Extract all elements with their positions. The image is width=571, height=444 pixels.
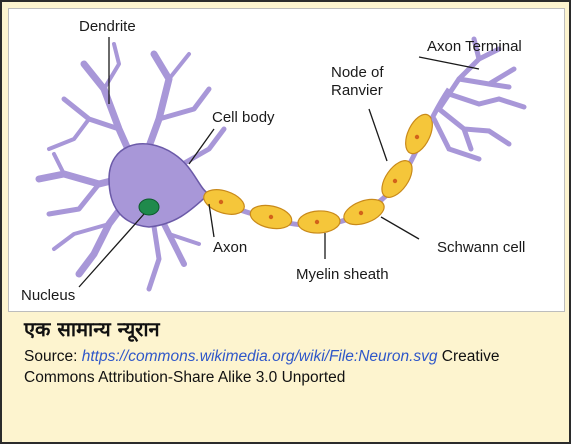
label-axon-terminal: Axon Terminal: [427, 38, 522, 55]
label-dendrite: Dendrite: [79, 18, 136, 35]
label-myelin-sheath: Myelin sheath: [296, 266, 389, 283]
neuron-diagram-panel: Dendrite Axon Terminal Node of Ranvier C…: [8, 8, 565, 312]
myelin-sheath: [201, 110, 438, 234]
label-cell-body: Cell body: [212, 109, 275, 126]
source-prefix: Source:: [24, 348, 82, 365]
label-axon: Axon: [213, 239, 247, 256]
label-nucleus: Nucleus: [21, 287, 75, 304]
caption-title: एक सामान्य न्यूरान: [24, 316, 544, 342]
schwann-cell: [201, 185, 248, 219]
nucleus: [139, 199, 159, 215]
caption-source: Source: https://commons.wikimedia.org/wi…: [24, 346, 544, 388]
figure-caption: एक सामान्य न्यूरान Source: https://commo…: [24, 316, 544, 388]
axon-terminal: [434, 39, 524, 159]
label-schwann-cell: Schwann cell: [437, 239, 525, 256]
source-link[interactable]: https://commons.wikimedia.org/wiki/File:…: [82, 348, 438, 365]
label-node-of-ranvier-line2: Ranvier: [331, 82, 383, 99]
label-node-of-ranvier-line1: Node of: [331, 64, 384, 81]
neuron-diagram: Dendrite Axon Terminal Node of Ranvier C…: [9, 9, 564, 311]
